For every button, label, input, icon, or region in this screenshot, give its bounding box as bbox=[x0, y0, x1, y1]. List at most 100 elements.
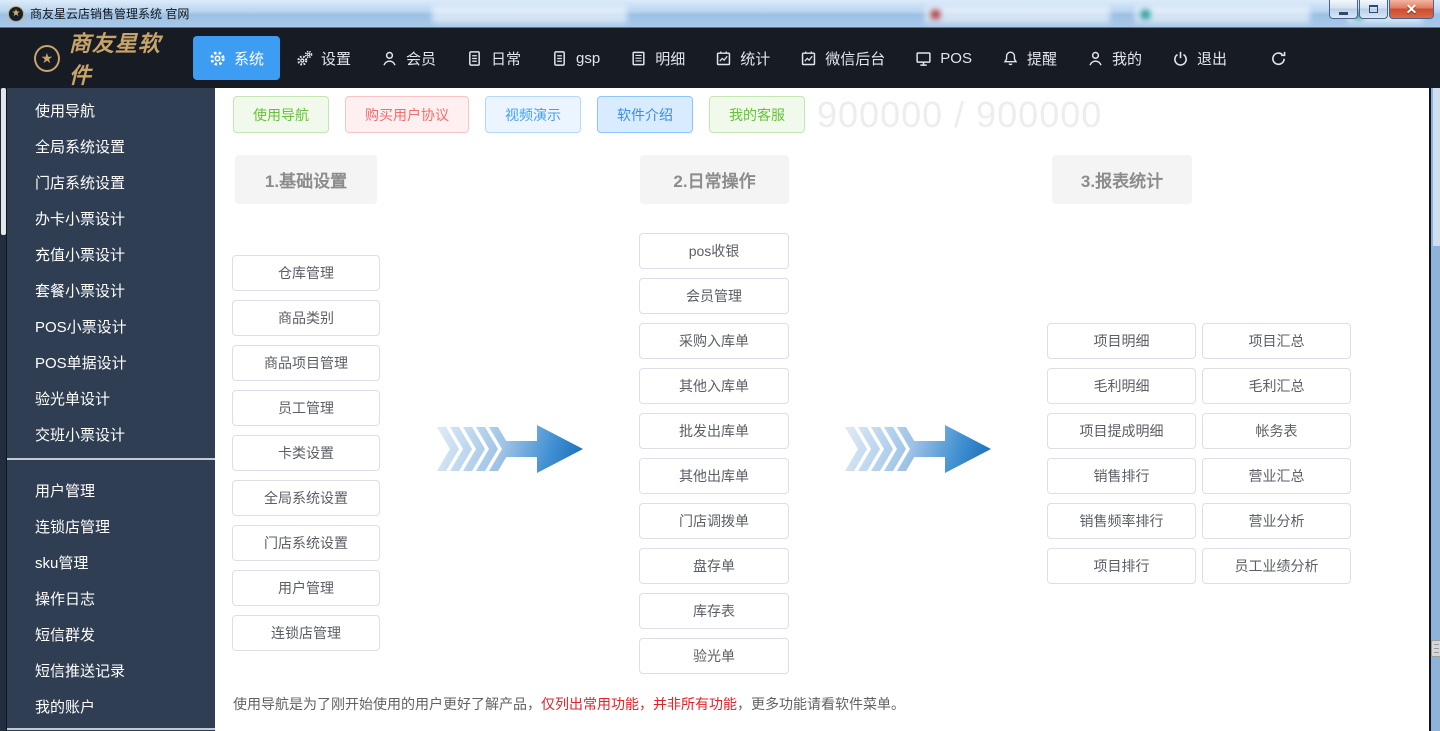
product-category-button[interactable]: 商品类别 bbox=[232, 300, 380, 336]
item-detail-button[interactable]: 项目明细 bbox=[1047, 323, 1196, 359]
main-scrollbar-thumb[interactable] bbox=[1433, 88, 1440, 246]
sidebar-divider bbox=[7, 458, 215, 460]
window-controls: ✕ bbox=[1328, 0, 1434, 19]
global-system-settings-button[interactable]: 全局系统设置 bbox=[232, 480, 380, 516]
other-inbound-button[interactable]: 其他入库单 bbox=[639, 368, 789, 404]
document-icon bbox=[551, 50, 568, 67]
account-table-button[interactable]: 帐务表 bbox=[1202, 413, 1351, 449]
license-watermark: 900000 / 900000 bbox=[817, 94, 1103, 135]
business-analysis-button[interactable]: 营业分析 bbox=[1202, 503, 1351, 539]
my-support-button[interactable]: 我的客服 bbox=[709, 96, 805, 133]
pos-checkout-button[interactable]: pos收银 bbox=[639, 233, 789, 269]
other-outbound-button[interactable]: 其他出库单 bbox=[639, 458, 789, 494]
sidebar-item-usage-nav[interactable]: 使用导航 bbox=[35, 102, 96, 120]
sidebar-item-store-system-settings[interactable]: 门店系统设置 bbox=[35, 174, 126, 192]
nav-item-system[interactable]: 系统 bbox=[192, 36, 280, 80]
inner-scrollbar-thumb[interactable] bbox=[1431, 640, 1440, 657]
nav-item-pos[interactable]: POS bbox=[901, 36, 986, 80]
nav-item-wechat-backend[interactable]: 微信后台 bbox=[786, 36, 899, 80]
nav-item-statistics[interactable]: 统计 bbox=[701, 36, 784, 80]
employee-management-button[interactable]: 员工管理 bbox=[232, 390, 380, 426]
sidebar-item-user-management[interactable]: 用户管理 bbox=[35, 482, 96, 500]
nav-item-mine[interactable]: 我的 bbox=[1073, 36, 1156, 80]
warehouse-management-button[interactable]: 仓库管理 bbox=[232, 255, 380, 291]
nav-item-detail[interactable]: 明细 bbox=[616, 36, 699, 80]
purchase-agreement-button[interactable]: 购买用户协议 bbox=[345, 96, 469, 133]
sidebar-item-pos-document-design[interactable]: POS单据设计 bbox=[35, 354, 127, 372]
software-intro-button[interactable]: 软件介绍 bbox=[597, 96, 693, 133]
titlebar: ★ 商友星云店销售管理系统 官网 ✕ bbox=[0, 0, 1440, 28]
nav-item-logout[interactable]: 退出 bbox=[1158, 36, 1241, 80]
blurred-text bbox=[432, 6, 627, 23]
sidebar-scrollbar-thumb[interactable] bbox=[1, 88, 6, 235]
store-system-settings-button[interactable]: 门店系统设置 bbox=[232, 525, 380, 561]
report-statistics-column: 项目明细 项目汇总 毛利明细 毛利汇总 项目提成明细 帐务表 销售排行 营业汇总… bbox=[1047, 323, 1351, 584]
sidebar-item-optometry-form-design[interactable]: 验光单设计 bbox=[35, 390, 111, 408]
video-demo-button[interactable]: 视频演示 bbox=[485, 96, 581, 133]
main-scrollbar bbox=[1429, 88, 1440, 731]
main-content: 使用导航 购买用户协议 视频演示 软件介绍 我的客服 900000 / 9000… bbox=[215, 88, 1429, 731]
basic-settings-column: 仓库管理 商品类别 商品项目管理 员工管理 卡类设置 全局系统设置 门店系统设置… bbox=[232, 255, 380, 651]
sidebar-item-my-account[interactable]: 我的账户 bbox=[35, 698, 96, 716]
chain-store-management-button[interactable]: 连锁店管理 bbox=[232, 615, 380, 651]
item-commission-detail-button[interactable]: 项目提成明细 bbox=[1047, 413, 1196, 449]
purchase-inbound-button[interactable]: 采购入库单 bbox=[639, 323, 789, 359]
sidebar-item-global-system-settings[interactable]: 全局系统设置 bbox=[35, 138, 126, 156]
wholesale-outbound-button[interactable]: 批发出库单 bbox=[639, 413, 789, 449]
business-summary-button[interactable]: 营业汇总 bbox=[1202, 458, 1351, 494]
nav-item-gsp[interactable]: gsp bbox=[537, 36, 614, 80]
employee-performance-analysis-button[interactable]: 员工业绩分析 bbox=[1202, 548, 1351, 584]
nav-item-reminder[interactable]: 提醒 bbox=[988, 36, 1071, 80]
sales-frequency-ranking-button[interactable]: 销售频率排行 bbox=[1047, 503, 1196, 539]
chart-icon bbox=[715, 50, 732, 67]
stocktake-form-button[interactable]: 盘存单 bbox=[639, 548, 789, 584]
gross-profit-detail-button[interactable]: 毛利明细 bbox=[1047, 368, 1196, 404]
column-header-basic-settings: 1.基础设置 bbox=[235, 155, 377, 204]
item-ranking-button[interactable]: 项目排行 bbox=[1047, 548, 1196, 584]
item-summary-button[interactable]: 项目汇总 bbox=[1202, 323, 1351, 359]
column-header-daily-operations: 2.日常操作 bbox=[640, 155, 789, 204]
user-management-button[interactable]: 用户管理 bbox=[232, 570, 380, 606]
sidebar-item-pos-receipt-design[interactable]: POS小票设计 bbox=[35, 318, 127, 336]
sidebar-item-recharge-receipt-design[interactable]: 充值小票设计 bbox=[35, 246, 126, 264]
product-item-management-button[interactable]: 商品项目管理 bbox=[232, 345, 380, 381]
refresh-button[interactable] bbox=[1256, 36, 1301, 80]
refresh-icon bbox=[1270, 50, 1287, 67]
store-transfer-button[interactable]: 门店调拨单 bbox=[639, 503, 789, 539]
sidebar-item-card-receipt-design[interactable]: 办卡小票设计 bbox=[35, 210, 126, 228]
member-management-button[interactable]: 会员管理 bbox=[639, 278, 789, 314]
sidebar-item-operation-log[interactable]: 操作日志 bbox=[35, 590, 96, 608]
action-button-row: 使用导航 购买用户协议 视频演示 软件介绍 我的客服 bbox=[233, 96, 805, 133]
usage-note: 使用导航是为了刚开始使用的用户更好了解产品，仅列出常用功能，并非所有功能，更多功… bbox=[233, 694, 905, 714]
chart-icon bbox=[800, 50, 817, 67]
nav-item-settings[interactable]: 设置 bbox=[282, 36, 365, 80]
user-icon bbox=[381, 50, 398, 67]
sales-ranking-button[interactable]: 销售排行 bbox=[1047, 458, 1196, 494]
sidebar-item-package-receipt-design[interactable]: 套餐小票设计 bbox=[35, 282, 126, 300]
usage-nav-button[interactable]: 使用导航 bbox=[233, 96, 329, 133]
optometry-form-button[interactable]: 验光单 bbox=[639, 638, 789, 674]
inventory-table-button[interactable]: 库存表 bbox=[639, 593, 789, 629]
user-icon bbox=[1087, 50, 1104, 67]
maximize-button[interactable] bbox=[1359, 0, 1388, 19]
sidebar-item-chain-store-management[interactable]: 连锁店管理 bbox=[35, 518, 111, 536]
gear-icon bbox=[209, 50, 226, 67]
sidebar-scrollbar bbox=[0, 88, 7, 731]
minimize-button[interactable] bbox=[1329, 0, 1358, 19]
document-icon bbox=[466, 50, 483, 67]
sidebar-item-shift-receipt-design[interactable]: 交班小票设计 bbox=[35, 426, 126, 444]
sidebar-item-sms-broadcast[interactable]: 短信群发 bbox=[35, 626, 96, 644]
gross-profit-summary-button[interactable]: 毛利汇总 bbox=[1202, 368, 1351, 404]
window-title: 商友星云店销售管理系统 官网 bbox=[30, 7, 190, 21]
sidebar-item-sku-management[interactable]: sku管理 bbox=[35, 554, 89, 572]
sidebar-item-sms-push-records[interactable]: 短信推送记录 bbox=[35, 662, 126, 680]
navbar-right: 提醒 我的 退出 bbox=[987, 36, 1302, 80]
nav-item-members[interactable]: 会员 bbox=[367, 36, 450, 80]
flow-arrow-icon bbox=[437, 425, 583, 473]
gears-icon bbox=[296, 50, 313, 67]
nav-item-daily[interactable]: 日常 bbox=[452, 36, 535, 80]
column-header-report-statistics: 3.报表统计 bbox=[1052, 155, 1192, 204]
card-type-settings-button[interactable]: 卡类设置 bbox=[232, 435, 380, 471]
close-button[interactable]: ✕ bbox=[1389, 0, 1434, 19]
